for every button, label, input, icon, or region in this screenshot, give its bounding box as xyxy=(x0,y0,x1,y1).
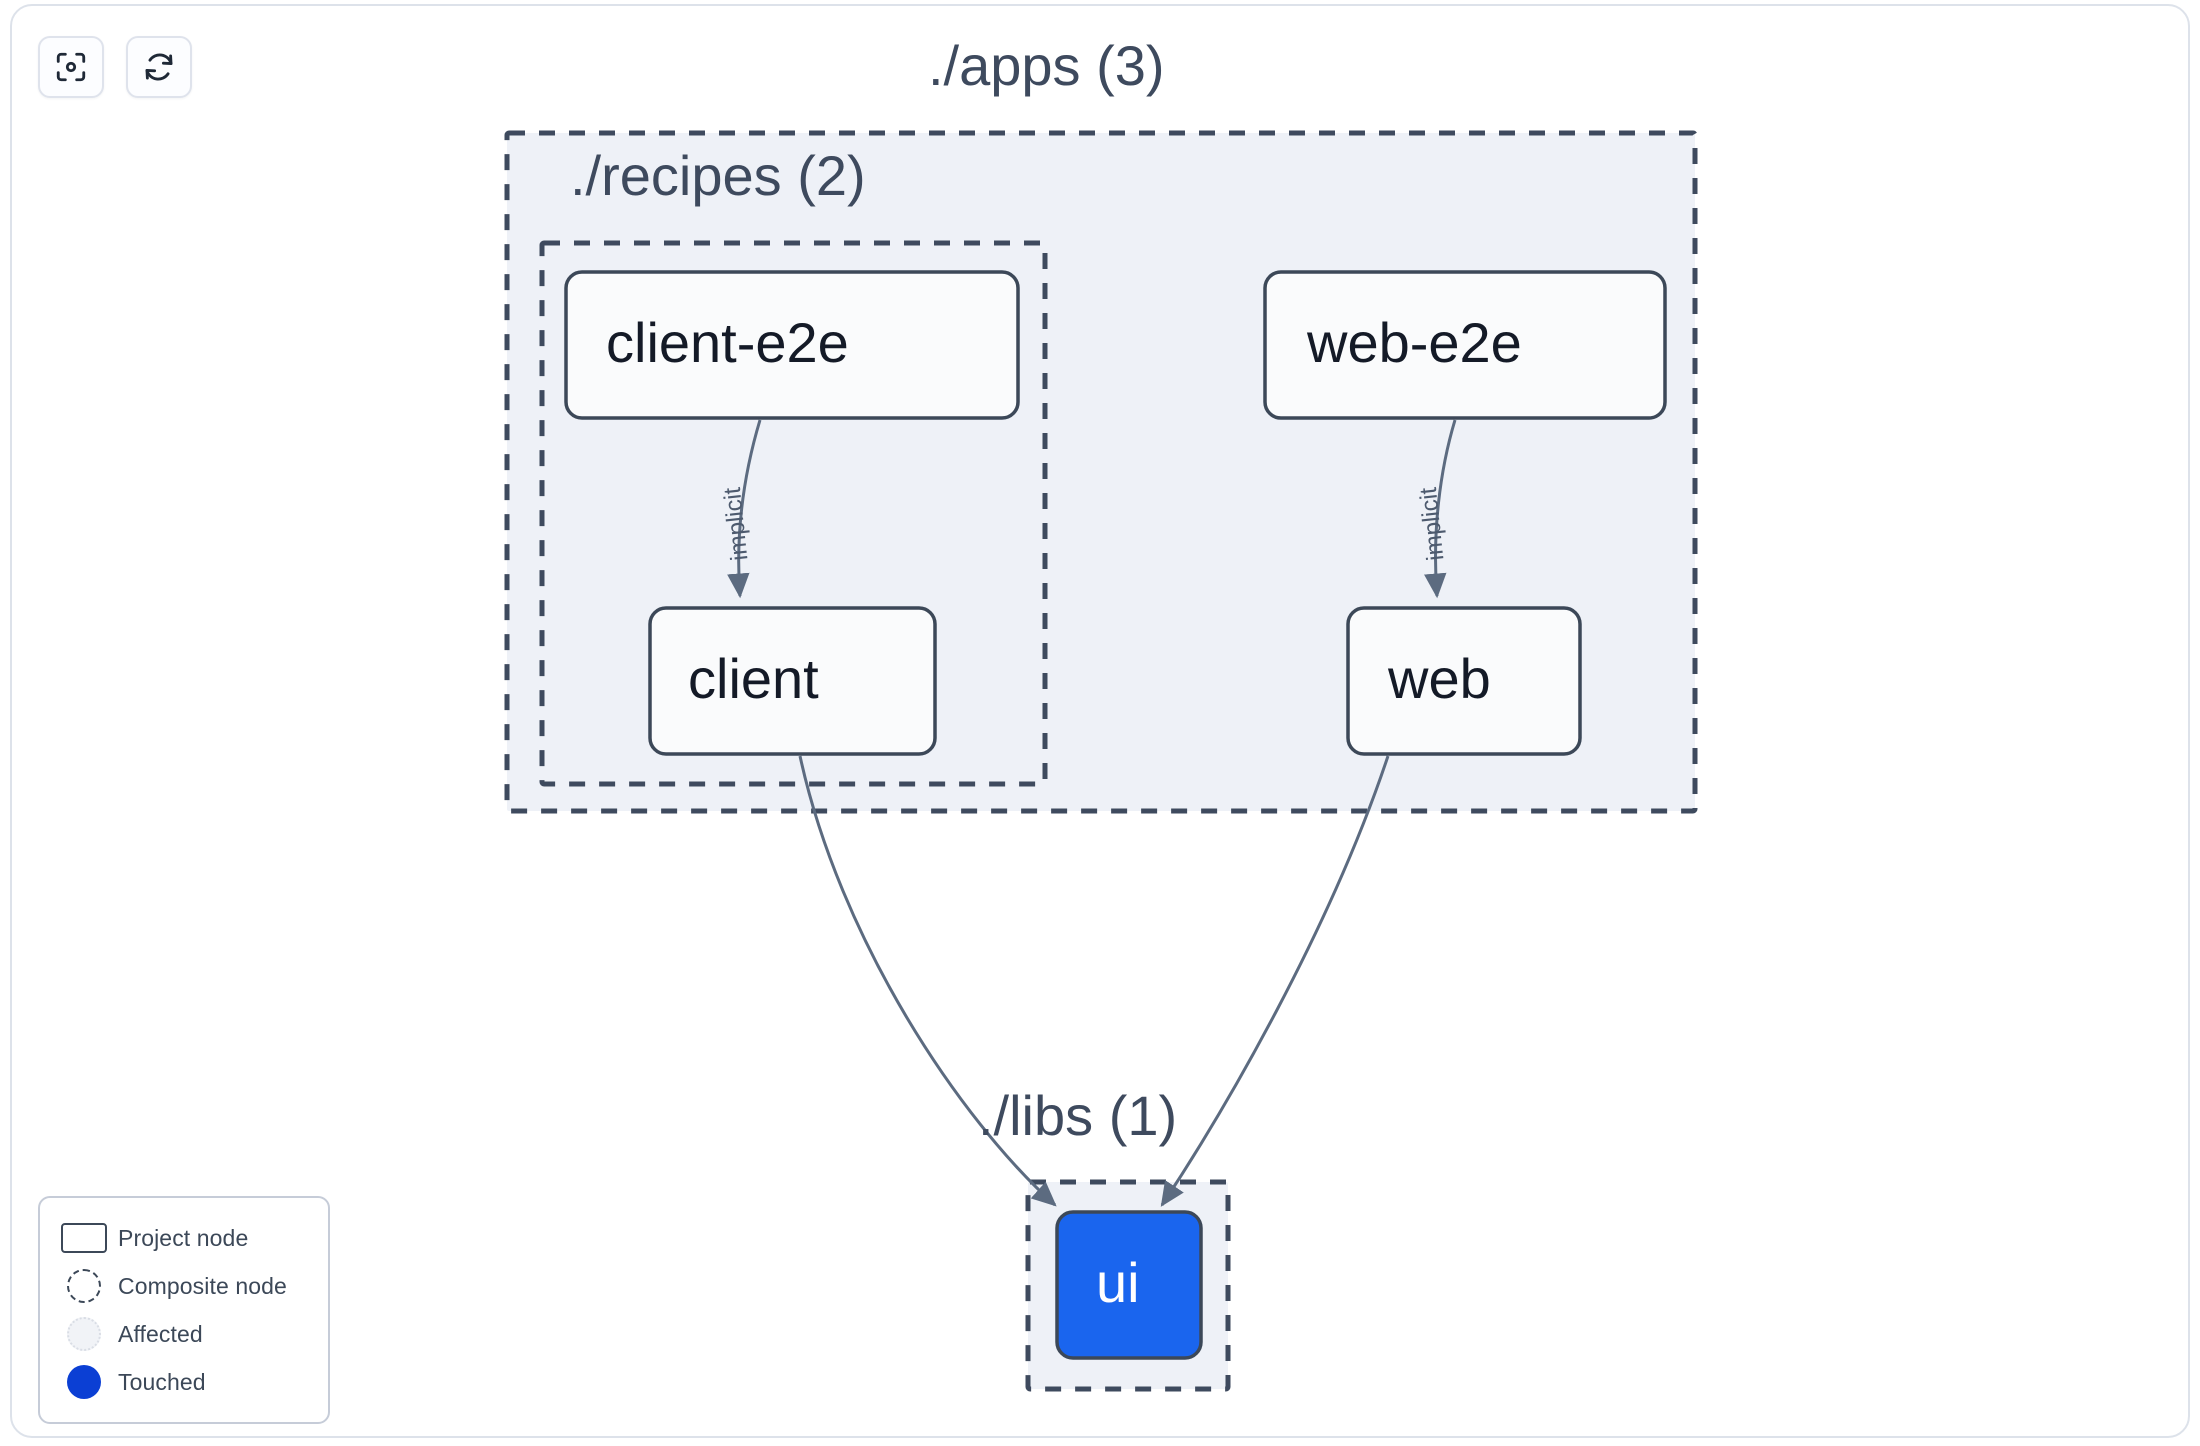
node-label-client: client xyxy=(688,647,819,710)
legend-item-composite-node: Composite node xyxy=(56,1262,310,1310)
node-label-ui: ui xyxy=(1096,1251,1140,1314)
node-rect-ui[interactable] xyxy=(1055,1210,1203,1360)
composite-node-swatch-icon xyxy=(56,1269,112,1303)
legend-label-project-node: Project node xyxy=(118,1224,249,1251)
graph-toolbar xyxy=(38,36,192,98)
legend-item-project-node: Project node xyxy=(56,1214,310,1262)
graph-edges xyxy=(727,419,1457,1207)
touched-swatch-icon xyxy=(56,1365,112,1399)
focus-target-icon xyxy=(54,50,88,84)
legend-label-composite-node: Composite node xyxy=(118,1272,287,1299)
legend-item-affected: Affected xyxy=(56,1310,310,1358)
legend-item-touched: Touched xyxy=(56,1358,310,1406)
node-rect-client-e2e[interactable] xyxy=(564,270,1020,420)
affected-swatch-icon xyxy=(56,1317,112,1351)
graph-nodes xyxy=(564,270,1667,1360)
focus-graph-button[interactable] xyxy=(38,36,104,98)
group-label-recipes: ./recipes (2) xyxy=(570,144,866,207)
edge-client-e2e-to-client[interactable] xyxy=(727,419,762,599)
legend-label-affected: Affected xyxy=(118,1320,203,1347)
group-label-apps: ./apps (3) xyxy=(928,34,1165,97)
graph-legend: Project node Composite node Affected Tou… xyxy=(38,1196,330,1424)
refresh-graph-button[interactable] xyxy=(126,36,192,98)
node-label-web: web xyxy=(1388,647,1491,710)
node-label-client-e2e: client-e2e xyxy=(606,311,849,374)
legend-label-touched: Touched xyxy=(118,1368,206,1395)
edge-client-to-ui[interactable] xyxy=(798,755,1057,1207)
refresh-sync-icon xyxy=(142,50,176,84)
project-node-swatch-icon xyxy=(56,1223,112,1253)
node-rect-web[interactable] xyxy=(1346,606,1582,756)
node-rect-web-e2e[interactable] xyxy=(1263,270,1667,420)
node-rect-client[interactable] xyxy=(648,606,937,756)
node-label-web-e2e: web-e2e xyxy=(1307,311,1522,374)
edge-web-e2e-to-web[interactable] xyxy=(1424,419,1457,599)
edge-web-to-ui[interactable] xyxy=(1160,755,1390,1207)
group-label-libs: ./libs (1) xyxy=(978,1084,1178,1147)
